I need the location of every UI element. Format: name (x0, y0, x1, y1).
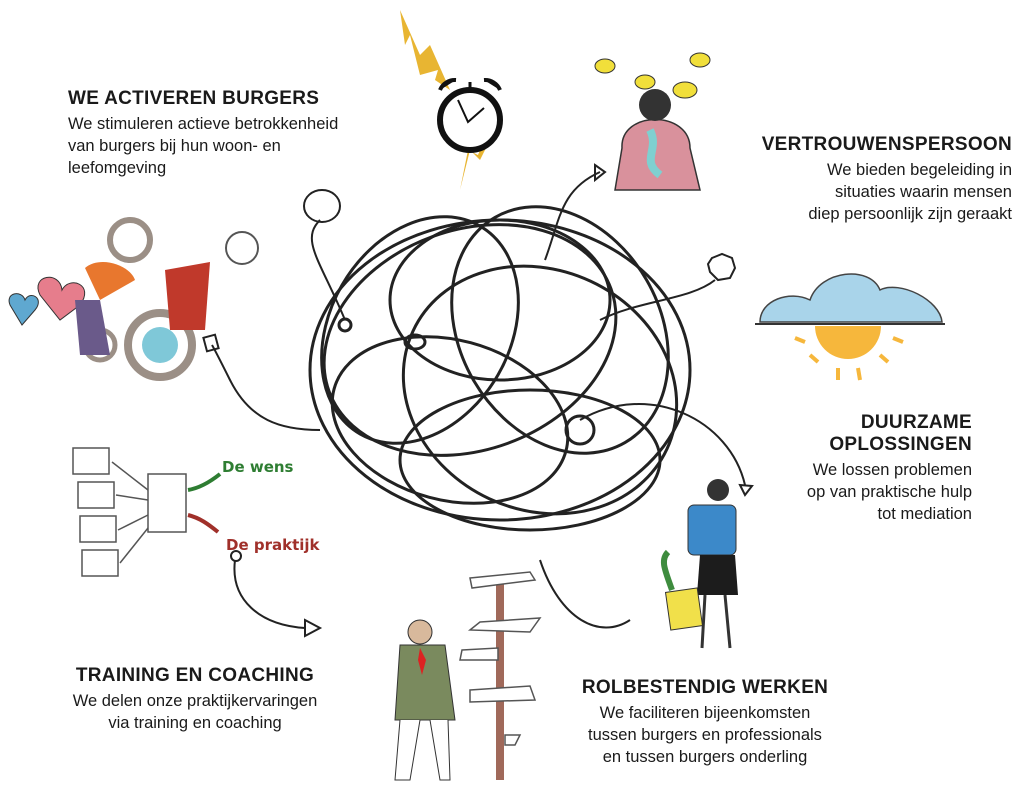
woman-shopping-illustration (660, 479, 738, 649)
oval-end-marker (303, 189, 341, 223)
section-title-line: DUURZAME (860, 412, 972, 433)
section-description-line: tot mediation (877, 505, 972, 523)
section-description-line: We delen onze praktijkervaringen (72, 692, 318, 710)
confused-man-illustration (394, 619, 456, 781)
section-title: WE ACTIVEREN BURGERS (68, 88, 320, 109)
section-description-line: leefomgeving (68, 159, 167, 177)
tangle-scribble (308, 205, 692, 532)
octagon-end-marker (706, 252, 737, 282)
section-description-line: We stimuleren actieve betrokkenheid (68, 115, 339, 133)
section-description-line: diep persoonlijk zijn geraakt (808, 205, 1012, 223)
handwritten-de-praktijk: De praktijk (226, 536, 320, 554)
section-description-line: via training en coaching (108, 714, 282, 732)
section-vertrouwenspersoon: VERTROUWENSPERSOON We bieden begeleiding… (762, 134, 1012, 225)
section-description-line: We bieden begeleiding in (826, 161, 1012, 179)
worried-person-birds-illustration (594, 52, 711, 191)
green-arrow-icon (187, 472, 222, 492)
section-rolbestendig-werken: ROLBESTENDIG WERKEN We faciliteren bijee… (555, 677, 855, 768)
gears-hearts-illustration (8, 217, 259, 381)
alarm-clock-icon (437, 77, 503, 153)
section-we-activeren-burgers: WE ACTIVEREN BURGERS We stimuleren actie… (68, 88, 338, 179)
section-title: ROLBESTENDIG WERKEN (581, 677, 829, 698)
signpost-illustration (459, 571, 542, 780)
red-arrow-icon (187, 513, 220, 534)
section-description-line: We faciliteren bijeenkomsten (599, 704, 811, 722)
section-description-line: situaties waarin mensen (834, 183, 1012, 201)
flowchart-sketch (72, 447, 187, 577)
section-title: VERTROUWENSPERSOON (761, 134, 1012, 155)
section-description-line: van burgers bij hun woon- en (68, 137, 281, 155)
section-description-line: tussen burgers en professionals (588, 726, 822, 744)
section-description-line: en tussen burgers onderling (602, 748, 808, 766)
section-description-line: op van praktische hulp (806, 483, 972, 501)
cloud-sun-illustration (755, 273, 945, 381)
handwritten-de-wens: De wens (222, 458, 294, 476)
section-title: TRAINING EN COACHING (75, 665, 315, 686)
connector-lines (202, 163, 754, 638)
section-description-line: We lossen problemen (812, 461, 972, 479)
section-title-line: OPLOSSINGEN (829, 434, 972, 455)
section-duurzame-oplossingen: DUURZAME OPLOSSINGEN We lossen problemen… (807, 412, 972, 525)
section-training-en-coaching: TRAINING EN COACHING We delen onze prakt… (40, 665, 350, 734)
